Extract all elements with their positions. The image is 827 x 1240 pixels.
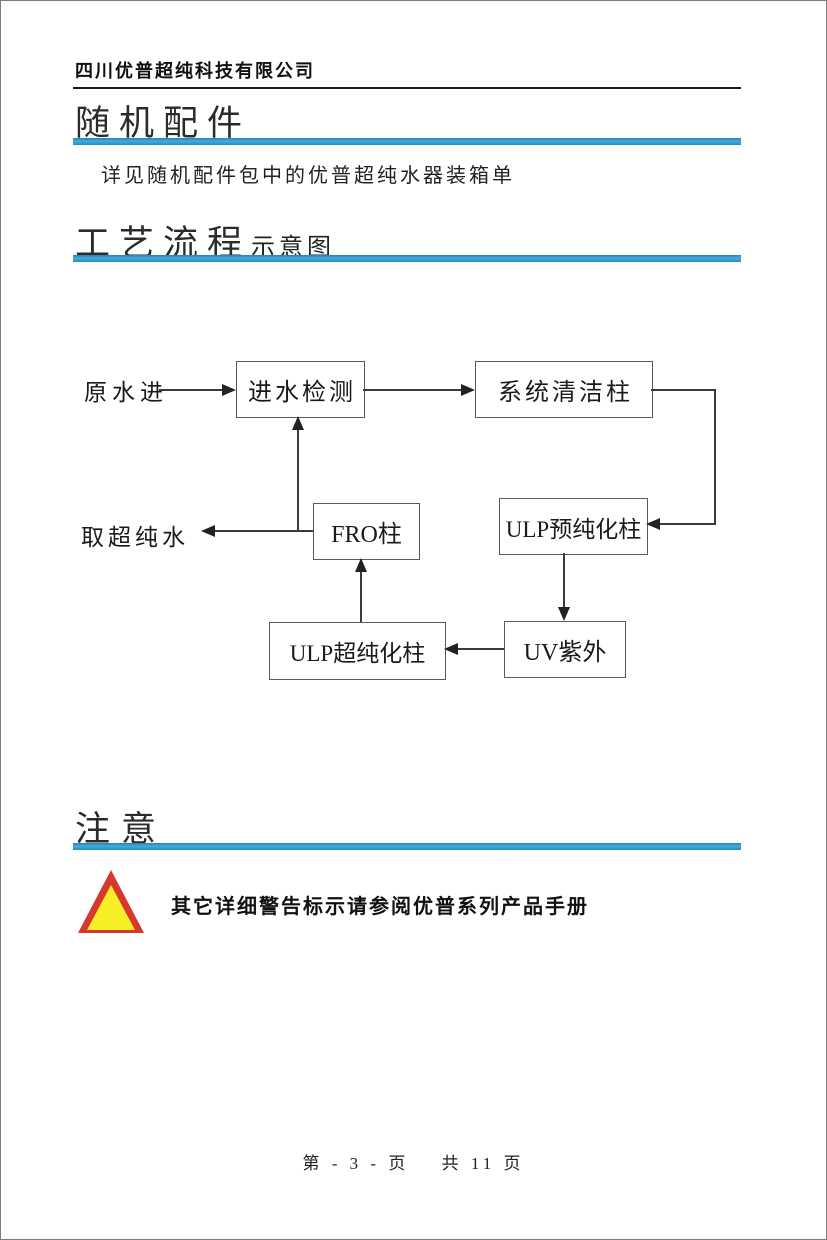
arrowhead-left-icon: [646, 518, 660, 530]
arrowhead-up-icon: [355, 558, 367, 572]
flow-node-inlet-check: 进水检测: [236, 361, 365, 418]
arrowhead-up-icon: [292, 416, 304, 430]
notice-warning-text: 其它详细警告标示请参阅优普系列产品手册: [171, 896, 589, 918]
footer-page-number: 第 - 3 - 页: [302, 1154, 410, 1173]
page-footer: 第 - 3 - 页 共 11 页: [1, 1149, 826, 1174]
footer-total-pages: 共 11 页: [441, 1154, 525, 1173]
flow-label-raw-water-in: 原水进: [84, 380, 168, 405]
warning-triangle-fill: [87, 885, 135, 930]
accent-rule-process: [73, 255, 741, 262]
flow-node-fro-column: FRO柱: [313, 503, 420, 560]
accent-rule-accessories: [73, 138, 741, 145]
flow-line: [660, 523, 716, 525]
flow-line: [458, 648, 504, 650]
arrowhead-down-icon: [558, 607, 570, 621]
accessories-body-text: 详见随机配件包中的优普超纯水器装箱单: [101, 165, 515, 187]
section-title-accessories: 随机配件: [75, 104, 252, 143]
section-title-notice: 注意: [75, 810, 168, 849]
flow-node-ulp-pre-purify-column: ULP预纯化柱: [499, 498, 648, 555]
company-name: 四川优普超纯科技有限公司: [75, 61, 315, 81]
accent-rule-notice: [73, 843, 741, 850]
flow-line: [651, 389, 716, 391]
flow-line: [297, 430, 299, 530]
flow-line: [363, 389, 462, 391]
flow-line: [714, 389, 716, 525]
flow-line: [563, 553, 565, 607]
arrowhead-right-icon: [461, 384, 475, 396]
arrowhead-left-icon: [444, 643, 458, 655]
arrowhead-right-icon: [222, 384, 236, 396]
flow-line: [360, 572, 362, 622]
arrowhead-left-icon: [201, 525, 215, 537]
flow-node-uv-lamp: UV紫外: [504, 621, 626, 678]
flow-node-system-cleaning-column: 系统清洁柱: [475, 361, 653, 418]
flow-node-ulp-ultra-purify-column: ULP超纯化柱: [269, 622, 446, 680]
header-rule: [73, 87, 741, 89]
flow-line: [215, 530, 313, 532]
flow-line: [159, 389, 223, 391]
flow-label-ultrapure-out: 取超纯水: [81, 525, 189, 550]
